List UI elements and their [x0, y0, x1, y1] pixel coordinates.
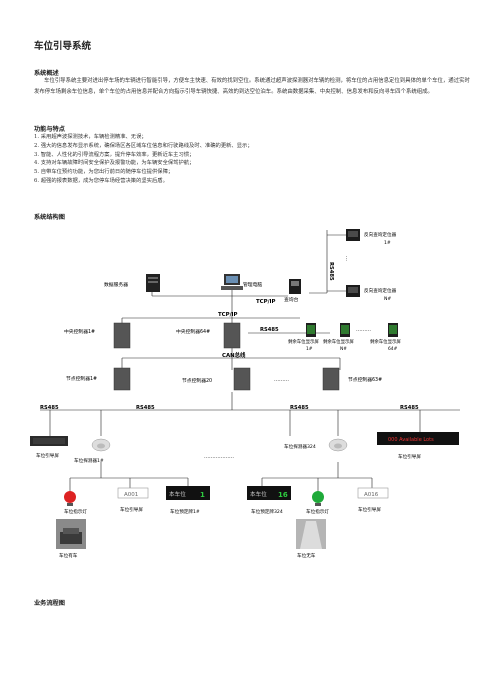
features-list: 1. 采用超声波探测技术，车辆检测精准、无误； 2. 强大的信息发布显示系统，确保…	[34, 133, 253, 186]
reservation-sign-324-label: 车位预定牌324	[251, 508, 283, 515]
detector-1-lens	[97, 443, 105, 449]
node-controller-63-label: 节点控制器63#	[348, 376, 382, 383]
reservation-sign-1-label: 车位预定牌1#	[170, 508, 200, 515]
rs485-right1-label: RS485	[290, 405, 309, 411]
section-heading-flow: 业务流程图	[34, 600, 65, 607]
reverse-query-number-1: 1#	[384, 240, 391, 246]
query-kiosk-label: 查询台	[284, 296, 299, 303]
reservation-sign-324-text: 本车位	[250, 490, 267, 498]
section-heading-overview: 系统概述	[34, 70, 59, 77]
rs485-mid-label: RS485	[136, 405, 155, 411]
lot-number-sign-a001	[117, 487, 149, 499]
indicator-lamp-left-label: 车位指示灯	[64, 508, 87, 515]
overview-paragraph: 车位引导系统主要对进出停车场的车辆进行智能引导，方便车主快速、有效的找到空位。系…	[34, 76, 474, 97]
central-controller-64-box	[223, 322, 241, 349]
indicator-lamp-right-label: 车位指示灯	[306, 508, 329, 515]
occupied-parking-label: 车位有车	[59, 552, 78, 559]
node-controller-63-box	[322, 367, 340, 391]
feature-item: 1. 采用超声波探测技术，车辆检测精准、无误；	[34, 134, 147, 140]
lot-number-sign-a016	[357, 487, 389, 499]
reservation-sign-1-icon	[166, 486, 210, 500]
section-heading-structure: 系统结构图	[34, 214, 65, 221]
remaining-display-1-screen	[307, 325, 315, 334]
reverse-query-label-n: 反向查询定位器	[364, 287, 397, 294]
feature-item: 2. 强大的信息发布显示系统，确保场区各区域车位信息和行驶路线及时、准确的更新、…	[34, 142, 253, 149]
central-controller-1-label: 中央控制器1#	[64, 328, 95, 335]
remaining-display-64-screen	[389, 325, 397, 334]
detector-324-lens	[334, 443, 342, 449]
tcpip-label-upper: TCP/IP	[256, 299, 276, 305]
connector-lines	[40, 230, 460, 492]
section-heading-features: 功能与特点	[34, 126, 65, 133]
central-controller-64-label: 中央控制器64#	[176, 328, 210, 335]
node-controller-1-label: 节点控制器1#	[66, 375, 97, 382]
reservation-sign-324-value: 16	[278, 491, 288, 499]
reverse-query-terminal-1	[346, 229, 360, 241]
reverse-query-terminal-n	[346, 285, 360, 297]
feature-item: 3. 智能、人性化的引导流程方案，提升停车效率，更新近车主习惯；	[34, 151, 195, 158]
query-kiosk-icon	[289, 279, 301, 294]
guide-panel-label: 车位引导屏	[120, 506, 143, 513]
feature-item: 6. 超强的报表数据，成为您停车场经营决策的坚实后盾。	[34, 177, 168, 184]
reservation-sign-1-text: 本车位	[169, 490, 186, 498]
central-controller-1-box	[113, 322, 131, 349]
node-controller-20-label: 节点控制器20	[182, 377, 212, 384]
rs485-right2-label: RS485	[400, 405, 419, 411]
page-title: 车位引导系统	[34, 41, 92, 52]
indicator-lamp-right-icon	[312, 491, 324, 503]
remaining-display-1-number: 1#	[306, 346, 313, 352]
vacant-parking-photo	[296, 519, 326, 549]
indicator-lamp-left-base	[67, 503, 73, 506]
remaining-display-64-label: 剩余车位显示屏	[370, 338, 401, 345]
rs485-vertical-label: RS485	[328, 262, 334, 281]
remaining-display-n-number: N#	[340, 346, 347, 352]
rs485-displays-label: RS485	[260, 327, 279, 333]
rs485-left-label: RS485	[40, 405, 59, 411]
database-server-label: 数据服务器	[104, 281, 128, 288]
vacant-parking-label: 车位无车	[297, 552, 316, 559]
ellipsis-nodes: ………	[274, 377, 289, 383]
lot-number-a016-text: A016	[364, 492, 379, 498]
ellipsis-vertical: ⋮	[344, 256, 349, 262]
reservation-sign-1-value: 1	[200, 491, 205, 499]
ellipsis-displays: ………	[356, 327, 371, 333]
guide-screen-left-label: 车位引导屏	[36, 452, 59, 459]
remaining-display-n-label: 剩余车位显示屏	[323, 338, 354, 345]
occupied-parking-photo	[56, 519, 86, 549]
management-pc-label: 管理电脑	[243, 281, 262, 288]
indicator-lamp-right-base	[315, 503, 321, 506]
feature-item: 4. 支持对车辆故障时间安全保护及报警功能，为车辆安全保驾护航；	[34, 160, 195, 167]
detector-324-label: 车位探测器324	[284, 443, 316, 450]
guide-screen-right-label: 车位引导屏	[398, 453, 421, 460]
database-server-icon	[146, 274, 160, 292]
remaining-display-1-label: 剩余车位显示屏	[288, 338, 319, 345]
remaining-display-64-number: 64#	[388, 346, 398, 352]
lot-number-a001-text: A001	[124, 492, 138, 498]
guide-panel-right-label: 车位引导屏	[358, 506, 381, 513]
node-controller-20-box	[233, 367, 251, 391]
overview-text: 车位引导系统主要对进出停车场的车辆进行智能引导，方便车主快速、有效的找到空位。系…	[34, 78, 470, 95]
tcpip-label-lower: TCP/IP	[218, 312, 238, 318]
ellipsis-detectors: ………………	[204, 454, 234, 460]
indicator-lamp-left-icon	[64, 491, 76, 503]
can-bus-label: CAN总线	[222, 351, 246, 359]
reverse-query-number-n: N#	[384, 296, 391, 302]
management-pc-icon	[221, 274, 243, 290]
reservation-sign-324-icon	[247, 486, 291, 500]
guide-screen-left-panel	[33, 438, 65, 444]
detector-1-label: 车位探测器1#	[74, 457, 104, 464]
reverse-query-label-1: 反向查询定位器	[364, 231, 397, 238]
available-lots-led-text: 000 Available Lots	[388, 437, 434, 443]
remaining-display-n-screen	[341, 325, 349, 334]
node-controller-1-box	[113, 367, 131, 391]
feature-item: 5. 自带车位预约功能，为您出行前日的随停车位提供保障；	[34, 169, 174, 176]
available-lots-led-banner	[377, 432, 459, 445]
